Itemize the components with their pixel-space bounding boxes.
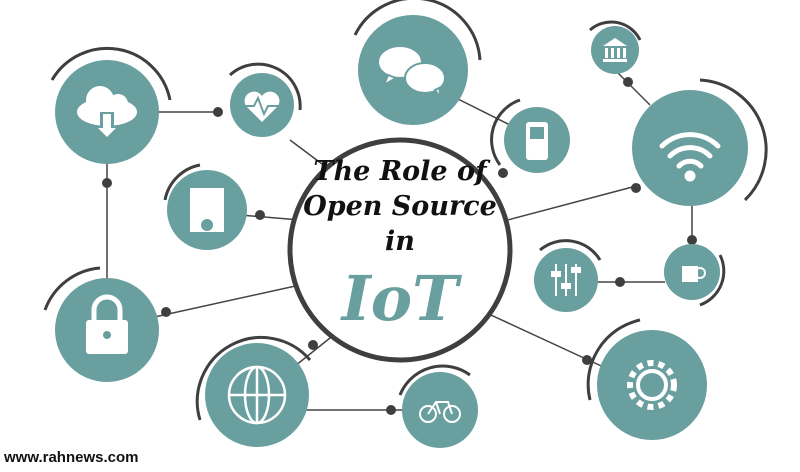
cloud-download-icon bbox=[77, 86, 137, 140]
bicycle-icon bbox=[419, 401, 461, 423]
connector-dots bbox=[102, 77, 697, 415]
sliders-icon bbox=[551, 264, 581, 296]
title-iot: IoT bbox=[340, 262, 462, 335]
bank-node bbox=[591, 26, 639, 74]
lock-icon bbox=[86, 294, 128, 354]
watermark: www.rahnews.com bbox=[4, 449, 139, 466]
title-line-3: in bbox=[385, 226, 415, 257]
bike-node bbox=[402, 372, 478, 448]
bank-icon bbox=[603, 38, 627, 62]
chat-bubbles-icon bbox=[377, 45, 446, 99]
wifi-icon bbox=[659, 132, 721, 182]
gear-node bbox=[597, 330, 707, 440]
title-line-1: The Role of bbox=[313, 156, 491, 187]
title-line-2: Open Source bbox=[303, 191, 497, 222]
accent-arcs bbox=[43, 0, 768, 421]
center-circle bbox=[287, 137, 513, 363]
gear-icon bbox=[627, 360, 677, 410]
mobile-phone-icon bbox=[526, 122, 548, 160]
certificate-icon bbox=[190, 188, 224, 232]
icons bbox=[77, 38, 721, 425]
globe-icon bbox=[227, 365, 287, 425]
coffee-cup-icon bbox=[682, 266, 706, 282]
connectors bbox=[106, 69, 693, 411]
